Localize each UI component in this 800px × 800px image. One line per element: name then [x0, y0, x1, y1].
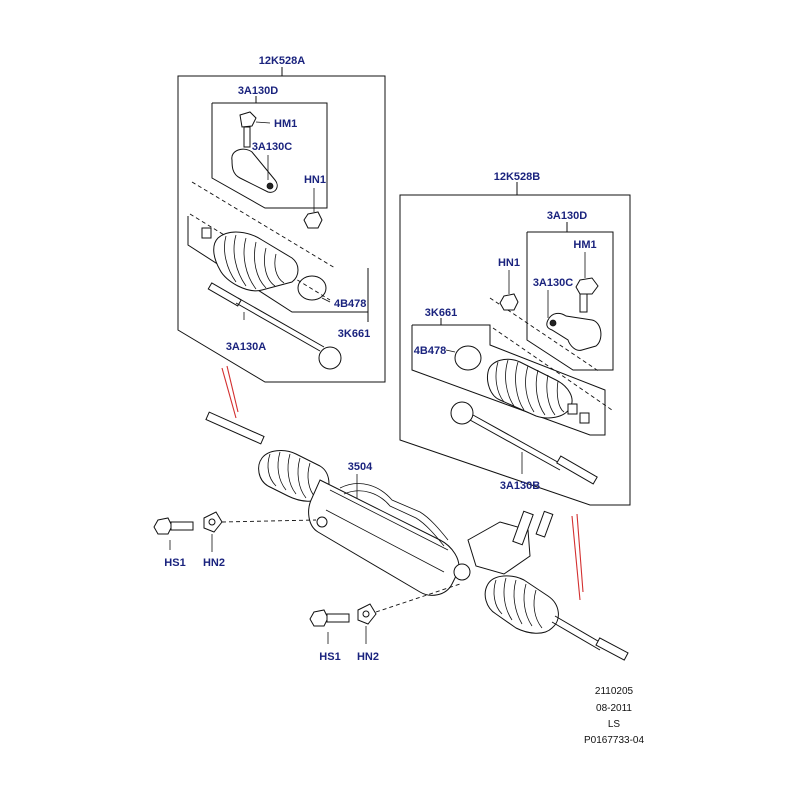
red-alignment-marks — [221, 365, 584, 601]
left-tie-rod-end-hole — [266, 182, 274, 190]
left-4b478-leader — [321, 297, 331, 303]
right-hn1-nut — [499, 293, 519, 311]
left-inner-rod-ball — [318, 346, 342, 370]
right-ball-stud — [579, 293, 588, 313]
label-right-hn1: HN1 — [498, 257, 520, 269]
steering-rack-assembly — [205, 411, 629, 661]
right-inner-rod-shaft-b — [472, 414, 564, 466]
left-boot-box — [187, 216, 369, 313]
label-right-3a130d: 3A130D — [547, 210, 587, 222]
label-right-3k661: 3K661 — [425, 307, 457, 319]
footer-line-3: LS — [608, 719, 621, 730]
rack-right-thread — [595, 637, 629, 661]
left-tie-rod-end-box — [211, 102, 328, 209]
label-hs1-right: HS1 — [319, 651, 340, 663]
red-mark-right-a — [571, 515, 581, 601]
left-ball-stud — [243, 126, 251, 148]
red-mark-left-a — [221, 367, 237, 419]
right-boot-box — [411, 324, 606, 436]
fixing-dash-left — [221, 519, 317, 523]
label-left-3a130a: 3A130A — [226, 341, 266, 353]
label-left-hm1: HM1 — [274, 118, 297, 130]
left-tie-rod-end — [231, 148, 278, 193]
red-mark-right-b — [576, 513, 584, 593]
label-left-3k661: 3K661 — [338, 328, 370, 340]
left-kit-group — [177, 67, 386, 383]
left-hn1-nut — [303, 211, 323, 229]
label-rack-3504: 3504 — [348, 461, 373, 473]
rack-hydraulic-line-a — [339, 483, 449, 541]
rack-housing-line-a — [329, 489, 449, 551]
label-left-hn1: HN1 — [304, 174, 326, 186]
right-boot-clip-b — [579, 412, 590, 424]
hs1-bolt-shank-left — [170, 521, 194, 531]
rack-hydraulic-line-b — [343, 490, 445, 547]
right-boot — [487, 358, 573, 419]
red-mark-left-b — [226, 365, 239, 413]
hn2-nut-right-hole — [362, 610, 370, 618]
rack-housing-line-b — [325, 509, 445, 573]
fixings-right — [309, 583, 461, 644]
right-kit-group — [399, 182, 631, 506]
left-boot-clip — [201, 227, 212, 239]
left-inner-rod-shaft-b — [237, 297, 325, 348]
right-inner-rod-shaft-a — [469, 419, 561, 471]
footer-line-4: P0167733-04 — [584, 735, 644, 746]
left-clamp-ring — [297, 275, 327, 301]
right-hm1-nut — [575, 277, 599, 295]
footer-line-2: 08-2011 — [596, 703, 632, 714]
fixings-left — [153, 511, 317, 552]
label-kit-left: 12K528A — [259, 55, 306, 67]
footer-line-1: 2110205 — [595, 686, 634, 697]
rack-left-tie-rod — [205, 411, 265, 445]
label-left-3a130c: 3A130C — [252, 141, 292, 153]
label-hs1-left: HS1 — [164, 557, 185, 569]
label-left-3a130d: 3A130D — [238, 85, 278, 97]
right-inner-rod-thread — [556, 455, 598, 485]
right-clamp-ring — [454, 345, 482, 371]
left-boot-ribs — [224, 234, 285, 290]
left-inner-rod-shaft-a — [235, 302, 321, 352]
hs1-bolt-head-right — [309, 609, 329, 627]
label-right-hm1: HM1 — [573, 239, 596, 251]
hs1-bolt-head-left — [153, 517, 173, 535]
label-hn2-right: HN2 — [357, 651, 379, 663]
label-hn2-left: HN2 — [203, 557, 225, 569]
rack-right-tie-rod-a — [551, 621, 601, 651]
rack-right-tie-rod-b — [554, 615, 604, 645]
label-kit-right: 12K528B — [494, 171, 541, 183]
left-kit-outline — [177, 75, 386, 383]
right-inner-rod-ball — [450, 401, 474, 425]
right-boot-clip-a — [567, 403, 578, 415]
label-left-4b478: 4B478 — [334, 298, 366, 310]
rack-right-boot — [484, 575, 559, 634]
left-hm1-nut — [239, 111, 257, 128]
fixing-dash-right — [375, 583, 461, 613]
rack-mount-bush-right — [453, 563, 471, 581]
right-4b478-leader — [445, 349, 456, 353]
rack-input-shaft — [535, 510, 554, 538]
right-kit-outline — [399, 194, 631, 506]
hn2-nut-left-hole — [208, 518, 216, 526]
rack-right-boot-ribs — [493, 577, 543, 629]
label-right-4b478: 4B478 — [414, 345, 446, 357]
label-right-3a130b: 3A130B — [500, 480, 540, 492]
left-boot — [213, 231, 299, 292]
rack-pinion-shaft — [512, 510, 534, 546]
rack-housing — [308, 479, 460, 596]
right-tie-rod-end-box — [526, 231, 614, 371]
left-hm1-leader — [255, 121, 271, 124]
right-tie-rod-end-hole — [549, 319, 557, 327]
hs1-bolt-shank-right — [326, 613, 350, 623]
rack-mount-bush-left — [316, 516, 328, 528]
rack-valve-body — [467, 521, 531, 575]
left-inner-rod-thread — [207, 282, 242, 307]
right-boot-ribs — [495, 359, 565, 416]
label-right-3a130c: 3A130C — [533, 277, 573, 289]
left-dash-lower — [189, 213, 331, 301]
right-tie-rod-end — [546, 312, 602, 351]
